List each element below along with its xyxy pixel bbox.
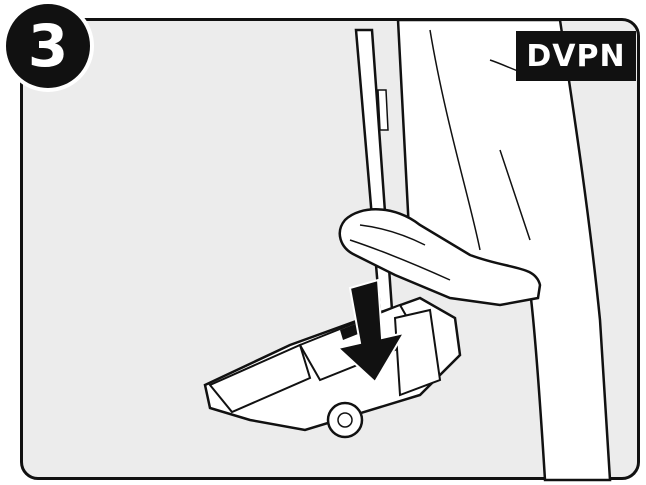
model-code-tag: DVPN [516,31,636,81]
step-number-badge: 3 [2,0,94,92]
model-code-label: DVPN [526,39,625,74]
step-number: 3 [28,17,68,75]
vacuum-base [205,298,460,437]
